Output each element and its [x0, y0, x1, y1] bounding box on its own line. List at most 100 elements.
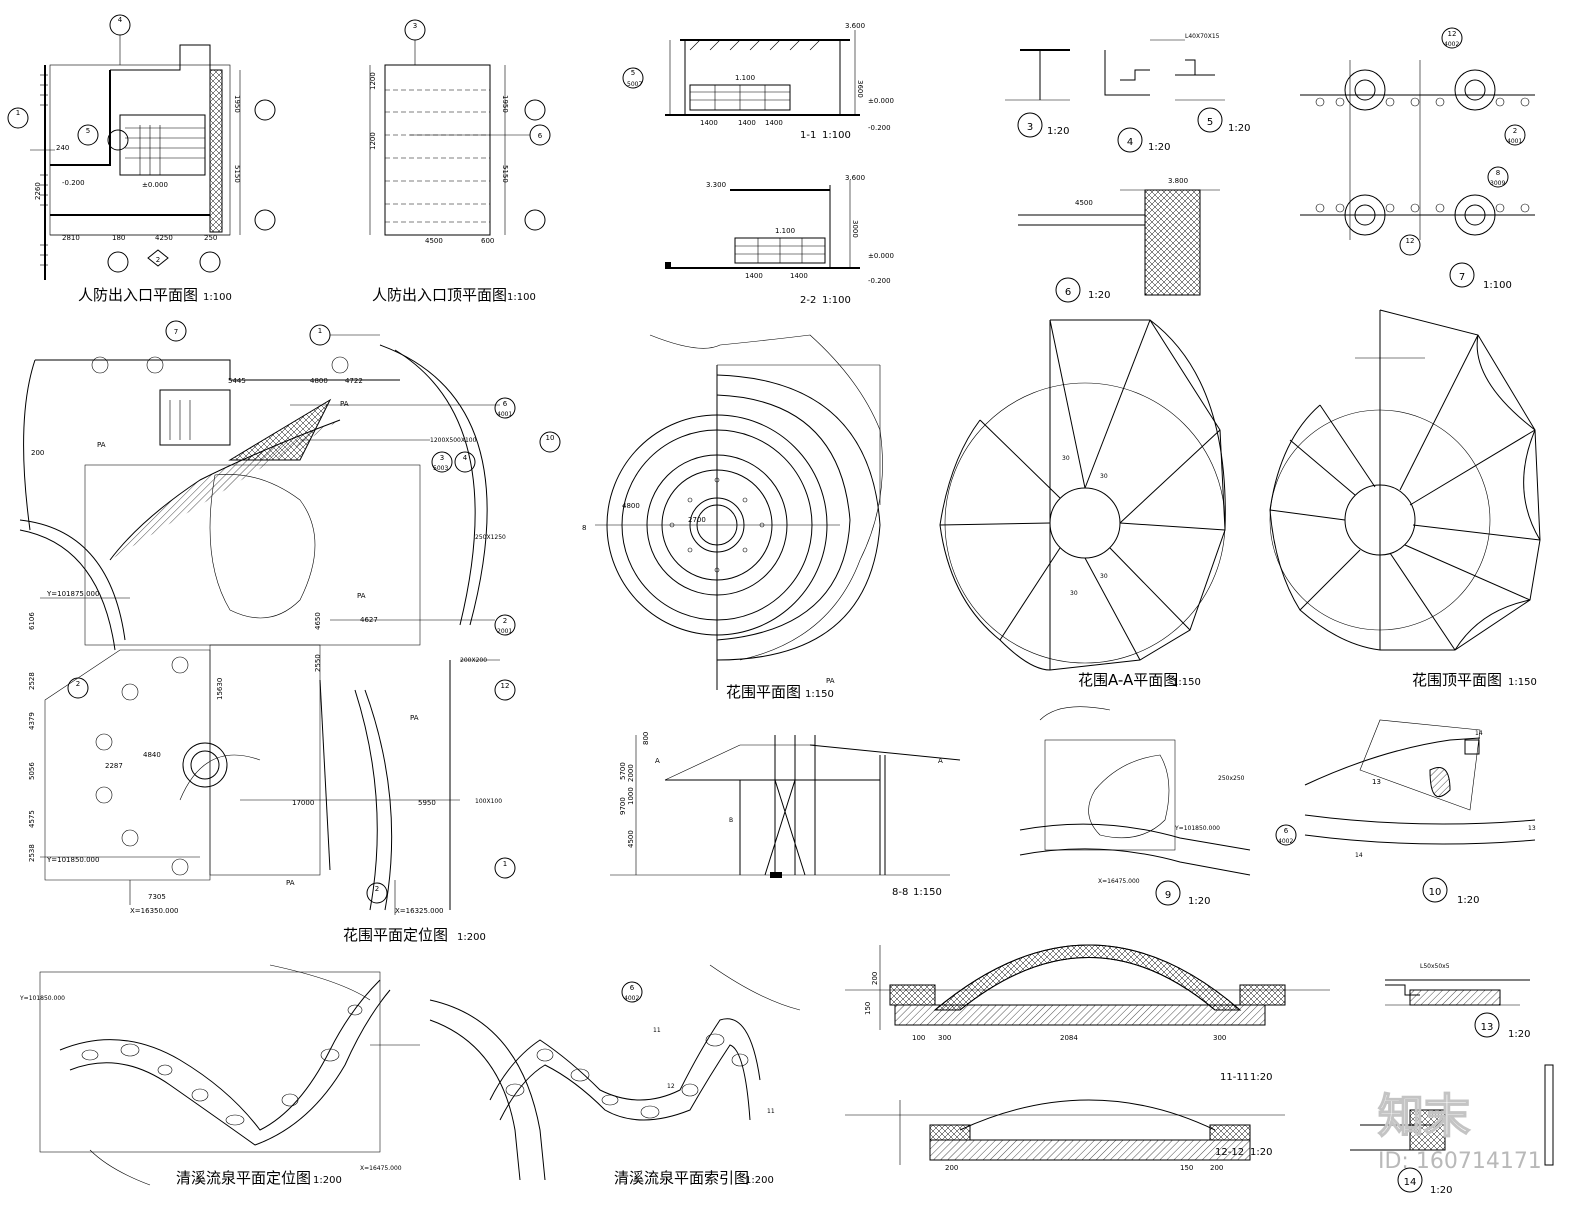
- elev-neg200c: -0.200: [868, 277, 891, 285]
- detail-3-scale: 1:20: [1047, 126, 1069, 137]
- dim-100: 100: [912, 1034, 925, 1042]
- detail-9: Y=101850.000 X=16475.000 250x250 9 1:20: [1019, 706, 1251, 907]
- callout-2-text: 2: [156, 256, 160, 264]
- callout-2d: 2: [76, 680, 80, 688]
- dim-600: 600: [481, 237, 494, 245]
- pavilion-plan-title: 花围平面图: [726, 683, 801, 701]
- pave-spec-250: 250X1250: [475, 534, 506, 541]
- dim-4627: 4627: [360, 616, 378, 624]
- elev-1100: 1.100: [735, 74, 755, 82]
- x-coordinate-3: X=16475.000: [1098, 878, 1140, 885]
- section-11-scale: 1:20: [1250, 1072, 1272, 1083]
- dim-2528: 2528: [28, 672, 36, 690]
- elev-1100b: 1.100: [775, 227, 795, 235]
- dim-9700: 9700: [619, 797, 627, 815]
- y-coordinate-2: Y=101850.000: [46, 856, 99, 864]
- callout-5b-text: 5: [631, 69, 635, 77]
- label-13: 13: [1372, 778, 1381, 786]
- detail-10-num: 10: [1429, 887, 1442, 898]
- y-coordinate-3: Y=101850.000: [1174, 825, 1220, 832]
- dim-4800b: 4800: [622, 502, 640, 510]
- section-8-8-drawing: A A B 5700 9700 2000 1000 4500 800 8-8 1…: [610, 732, 961, 898]
- dim-7305: 7305: [148, 893, 166, 901]
- section-mark-b: B: [729, 817, 733, 824]
- detail-9-num: 9: [1165, 890, 1171, 901]
- callout-12: 12: [1448, 30, 1457, 38]
- ref-4002c: 4002: [624, 995, 639, 1002]
- dim-2260: 2260: [34, 182, 42, 200]
- stream-index-title: 清溪流泉平面索引图: [614, 1169, 749, 1187]
- ref-5003: 5003: [433, 465, 448, 472]
- label-14: 14: [1475, 730, 1483, 737]
- pavilion-plan-scale: 1:150: [805, 689, 834, 700]
- ref-4002: 4002: [1444, 41, 1459, 48]
- stream-index-drawing: 6 4002 11 12 11 清溪流泉平面索引图 1:200: [429, 964, 801, 1187]
- callout-8: 8: [1496, 169, 1500, 177]
- site-plan-drawing: 7 1 6 4001 10 3 5003 4 2 2001 12 1 2 2 5…: [19, 320, 561, 944]
- dim-1400d: 1400: [745, 272, 763, 280]
- callout-2e: 2: [375, 885, 379, 893]
- callout-6d: 6: [630, 984, 635, 992]
- pa-label-5: PA: [286, 879, 295, 887]
- dim-3000: 3000: [851, 220, 859, 238]
- dim-1400c: 1400: [765, 119, 783, 127]
- ref-4002b: 4002: [1278, 838, 1293, 845]
- elev-000b: ±0.000: [868, 97, 894, 105]
- dim-5150: 5150: [233, 165, 241, 183]
- dim-5700: 5700: [619, 762, 627, 780]
- size-200: 200X200: [460, 657, 487, 664]
- watermark-logo: 知末: [1378, 1089, 1470, 1143]
- site-plan-title: 花围平面定位图: [343, 926, 448, 944]
- dim-2000: 2000: [627, 764, 635, 782]
- label-11b: 11: [767, 1108, 775, 1115]
- section-12-12-drawing: 200 150 200 12-12 1:20: [845, 1099, 1285, 1172]
- callout-10: 10: [546, 434, 555, 442]
- callout-12c: 12: [501, 682, 510, 690]
- dim-180: 180: [112, 234, 125, 242]
- detail-13-scale: 1:20: [1508, 1029, 1530, 1040]
- angle-30-d: 30: [1070, 590, 1078, 597]
- detail-7: 12 4002 2 4001 8 3009 12 7 1:100: [1300, 27, 1535, 291]
- callout-1c: 1: [503, 860, 507, 868]
- label-13b: 13: [1528, 825, 1536, 832]
- pavilion-plan-drawing: 8 4800 2700 PA 花围平面图 1:150: [582, 334, 883, 701]
- x-coordinate-2: X=16325.000: [395, 907, 444, 915]
- dim-1200: 1200: [369, 72, 377, 90]
- pa-label-2: PA: [97, 441, 106, 449]
- dim-2810: 2810: [62, 234, 80, 242]
- callout-4-text: 4: [118, 16, 123, 24]
- stream-plan-title: 清溪流泉平面定位图: [176, 1169, 311, 1187]
- dim-2084: 2084: [1060, 1034, 1078, 1042]
- dim-4500: 4500: [425, 237, 443, 245]
- dim-2287: 2287: [105, 762, 123, 770]
- dim-300: 300: [938, 1034, 951, 1042]
- section-mark-a-right: A: [938, 757, 943, 765]
- dim-1400e: 1400: [790, 272, 808, 280]
- elev-3300: 3.300: [706, 181, 726, 189]
- pa-label-6: PA: [826, 677, 835, 685]
- detail-10: 13 14 14 13 6 4002 10 1:20: [1275, 719, 1536, 906]
- grid-250: 250x250: [1218, 775, 1245, 782]
- dim-5950: 5950: [418, 799, 436, 807]
- callout-12b: 12: [1406, 237, 1415, 245]
- dim-4575: 4575: [28, 810, 36, 828]
- label-14b: 14: [1355, 852, 1363, 859]
- x-coordinate: X=16350.000: [130, 907, 179, 915]
- dim-5445: 5445: [228, 377, 246, 385]
- stream-plan-scale: 1:200: [313, 1175, 342, 1186]
- pa-label-4: PA: [410, 714, 419, 722]
- dim-150b: 150: [1180, 1164, 1193, 1172]
- detail-9-scale: 1:20: [1188, 896, 1210, 907]
- detail-4-num: 4: [1127, 137, 1133, 148]
- section-2-2-drawing: 3.300 3.600 1.100 ±0.000 -0.200 3000 140…: [665, 174, 894, 306]
- pa-label-1: PA: [340, 400, 349, 408]
- angle-30-c: 30: [1100, 573, 1108, 580]
- label-11: 11: [653, 1027, 661, 1034]
- section-1-scale: 1:100: [822, 130, 851, 141]
- section-11-11-drawing: 2084 100 300 300 150 200 11-11 1:20: [845, 944, 1330, 1083]
- angle-30-b: 30: [1100, 473, 1108, 480]
- pa-label-3: PA: [357, 592, 366, 600]
- dim-1950: 1950: [233, 95, 241, 113]
- section-2-title: 2-2: [800, 295, 816, 306]
